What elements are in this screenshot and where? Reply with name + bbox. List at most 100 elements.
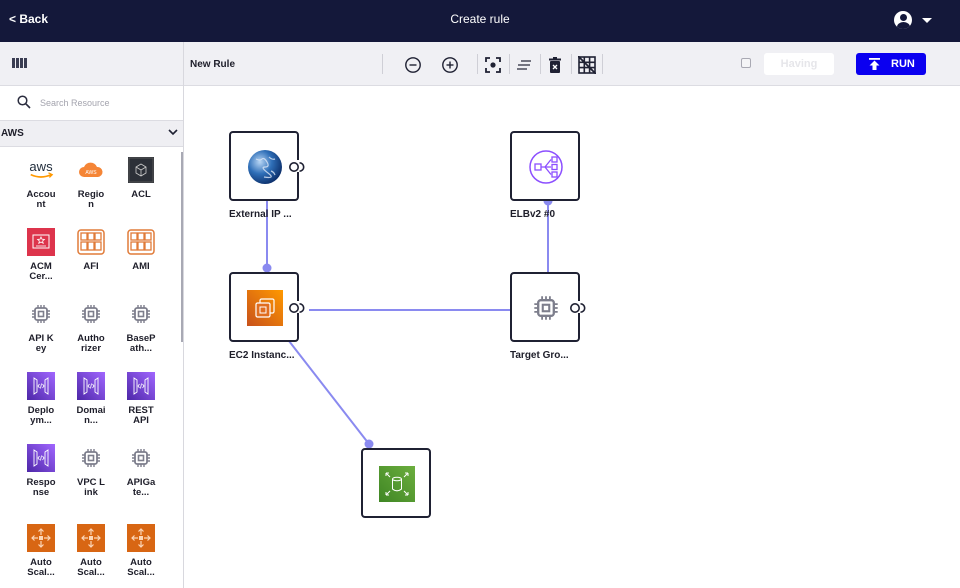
delete-button[interactable] xyxy=(544,54,566,76)
user-circle-icon xyxy=(894,11,912,29)
load-balancer-icon xyxy=(528,149,564,185)
resource-label: REST API xyxy=(128,405,154,426)
sidebar-scrollbar[interactable] xyxy=(181,152,183,342)
resource-label: AMI xyxy=(132,261,150,272)
edge-ec2-to-ebs[interactable] xyxy=(288,340,370,445)
node-label: ELBv2 #0 xyxy=(510,209,556,220)
chip-icon xyxy=(127,300,155,328)
resource-label: AFI xyxy=(83,261,99,272)
toggle-grid-button[interactable] xyxy=(576,54,598,76)
divider xyxy=(509,54,510,74)
resource-label: APIGate... xyxy=(126,477,156,498)
node-label: EC2 Instanc... xyxy=(229,350,295,361)
resource-label: ACL xyxy=(131,189,151,200)
resource-item[interactable]: Response xyxy=(16,444,66,497)
resource-item[interactable]: AFI xyxy=(66,228,116,272)
divider xyxy=(382,54,383,74)
chip-icon xyxy=(127,444,155,472)
search-input[interactable] xyxy=(40,95,170,111)
resource-item[interactable]: ACM Cer... xyxy=(16,228,66,281)
focus-icon xyxy=(485,57,501,73)
divider xyxy=(477,54,478,74)
resource-item[interactable]: AWS Region xyxy=(66,156,116,209)
resource-label: Response xyxy=(26,477,56,498)
resource-label: BasePath... xyxy=(126,333,156,354)
grid-off-icon xyxy=(578,56,596,74)
app-header: < Back Create rule xyxy=(0,0,960,42)
node-target-group[interactable] xyxy=(510,272,587,342)
certificate-icon xyxy=(27,228,55,256)
zoom-in-button[interactable] xyxy=(439,54,461,76)
zoom-out-button[interactable] xyxy=(402,54,424,76)
chip-icon xyxy=(528,290,564,326)
grid-table-icon xyxy=(127,228,155,256)
auto-scaling-icon xyxy=(27,524,55,552)
search-icon xyxy=(17,95,31,109)
auto-scaling-icon xyxy=(127,524,155,552)
auto-layout-button[interactable] xyxy=(513,54,535,76)
output-port[interactable] xyxy=(569,301,587,313)
resource-item[interactable]: Auto Scal... xyxy=(16,524,66,577)
aws-group-header[interactable]: AWS xyxy=(0,120,183,147)
plus-circle-icon xyxy=(442,57,458,73)
node-ebs[interactable] xyxy=(361,448,431,518)
fit-view-button[interactable] xyxy=(482,54,504,76)
resource-label: Auto Scal... xyxy=(27,557,55,578)
resource-label: ACM Cer... xyxy=(29,261,53,282)
group-label: AWS xyxy=(1,128,24,139)
back-button[interactable]: < Back xyxy=(9,12,49,26)
resource-label: VPC Link xyxy=(77,477,105,498)
resource-item[interactable]: Auto Scal... xyxy=(116,524,166,577)
node-external-ip[interactable] xyxy=(229,131,306,201)
resource-item[interactable]: BasePath... xyxy=(116,300,166,353)
resource-item[interactable]: REST API xyxy=(116,372,166,425)
run-button[interactable]: RUN xyxy=(856,53,926,75)
output-port[interactable] xyxy=(288,301,306,313)
minus-circle-icon xyxy=(405,57,421,73)
api-gateway-icon xyxy=(127,372,155,400)
resource-item[interactable]: API Key xyxy=(16,300,66,353)
align-lines-icon xyxy=(517,60,531,70)
api-gateway-icon xyxy=(77,372,105,400)
api-gateway-icon xyxy=(27,372,55,400)
upload-arrow-icon xyxy=(869,58,880,70)
having-checkbox[interactable] xyxy=(741,58,751,68)
edge-handle[interactable] xyxy=(262,263,272,273)
chip-icon xyxy=(27,300,55,328)
chevron-down-icon xyxy=(168,129,178,136)
resource-label: Region xyxy=(77,189,105,210)
edge-handle[interactable] xyxy=(364,439,374,449)
resource-item[interactable]: Deploym... xyxy=(16,372,66,425)
resource-label: Authorizer xyxy=(77,333,105,354)
api-gateway-icon xyxy=(27,444,55,472)
auto-scaling-icon xyxy=(77,524,105,552)
resource-item[interactable]: ACL xyxy=(116,156,166,200)
divider xyxy=(602,54,603,74)
caret-down-icon xyxy=(922,18,932,23)
resource-item[interactable]: Auto Scal... xyxy=(66,524,116,577)
rule-name[interactable]: New Rule xyxy=(190,59,236,70)
resource-item[interactable]: VPC Link xyxy=(66,444,116,497)
node-ec2[interactable] xyxy=(229,272,306,342)
library-toggle-area xyxy=(0,42,184,86)
resource-item[interactable]: APIGate... xyxy=(116,444,166,497)
resource-item[interactable]: Domain... xyxy=(66,372,116,425)
chip-icon xyxy=(77,444,105,472)
library-columns-icon[interactable] xyxy=(12,58,27,68)
resource-item[interactable]: AMI xyxy=(116,228,166,272)
resource-item[interactable]: Authorizer xyxy=(66,300,116,353)
page-title: Create rule xyxy=(450,12,510,26)
resource-label: Deploym... xyxy=(27,405,55,426)
user-menu[interactable] xyxy=(894,11,936,29)
globe-icon xyxy=(247,149,283,185)
divider xyxy=(540,54,541,74)
having-button[interactable]: Having xyxy=(764,53,834,75)
resource-label: Auto Scal... xyxy=(127,557,155,578)
cube-icon xyxy=(127,156,155,184)
svg-text:AWS: AWS xyxy=(85,170,97,176)
node-elbv2[interactable] xyxy=(510,131,580,201)
output-port[interactable] xyxy=(288,160,306,172)
